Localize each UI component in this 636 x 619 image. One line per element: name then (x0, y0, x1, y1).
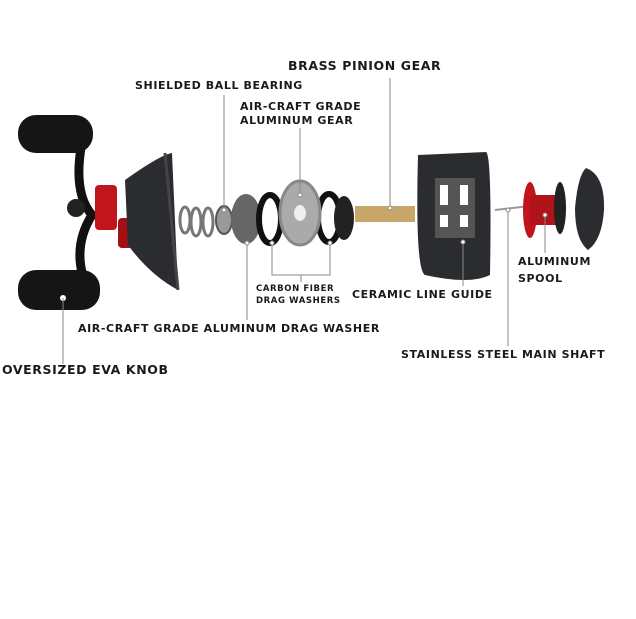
label-brass-pinion-gear: BRASS PINION GEAR (288, 58, 442, 73)
label-carbon-fiber-1: CARBON FIBER (256, 284, 335, 294)
label-main-shaft: STAINLESS STEEL MAIN SHAFT (401, 348, 606, 361)
label-aluminum-spool-1: ALUMINUM (518, 255, 591, 268)
eva-knob-bottom (18, 270, 100, 310)
spool-cap (575, 168, 605, 250)
label-shielded-ball-bearing: SHIELDED BALL BEARING (135, 79, 303, 92)
star-drag-red (95, 185, 117, 230)
eva-knob-top (18, 115, 93, 153)
leader-lines (62, 78, 546, 364)
side-plate (125, 153, 178, 290)
label-drag-washer: AIR-CRAFT GRADE ALUMINUM DRAG WASHER (78, 322, 380, 335)
pinion-gear (355, 206, 415, 222)
label-carbon-fiber-2: DRAG WASHERS (256, 296, 341, 306)
label-aluminum-gear-2: ALUMINUM GEAR (240, 114, 354, 127)
label-aluminum-gear-1: AIR-CRAFT GRADE (240, 100, 362, 113)
label-ceramic-line-guide: CERAMIC LINE GUIDE (352, 288, 493, 301)
label-eva-knob: OVERSIZED EVA KNOB (2, 362, 169, 377)
label-aluminum-spool-2: SPOOL (518, 272, 563, 285)
handle-assembly (18, 115, 136, 310)
aluminum-drag-washer (231, 194, 261, 244)
